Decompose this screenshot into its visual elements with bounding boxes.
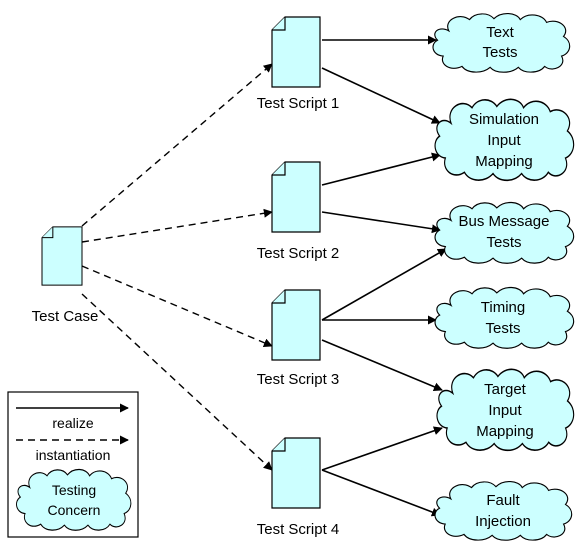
concern-timing-line-2: Tests (485, 320, 520, 337)
test-script-3-label: Test Script 3 (257, 371, 340, 388)
legend-concern-line-1: Testing (52, 482, 96, 498)
edge-realize-s3-bus-message (321, 248, 447, 321)
concern-simulation-input-mapping: Simulation Input Mapping (434, 98, 575, 182)
concern-fault-cloud (434, 480, 573, 541)
concern-fault-injection: Fault Injection (434, 480, 573, 541)
concern-simulation-line-3: Mapping (475, 153, 533, 170)
concern-bus-message-tests: Bus Message Tests (434, 201, 575, 264)
legend-instantiation-label: instantiation (36, 447, 111, 463)
concern-timing-line-1: Timing (481, 299, 525, 316)
concern-target-line-2: Input (488, 402, 522, 419)
test-case-label: Test Case (32, 308, 99, 325)
concern-simulation-line-1: Simulation (469, 111, 539, 128)
concern-target-input-mapping: Target Input Mapping (436, 368, 575, 452)
test-script-3-node: Test Script 3 (257, 289, 340, 388)
concern-fault-line-2: Injection (475, 513, 531, 530)
test-script-1-doc-icon (271, 16, 321, 88)
concern-bus-message-line-2: Tests (486, 234, 521, 251)
legend: realize instantiation Testing Concern (7, 391, 139, 538)
concern-simulation-line-2: Input (487, 132, 521, 149)
test-script-1-label: Test Script 1 (257, 95, 340, 112)
test-script-4-doc-icon (271, 437, 321, 509)
edge-instantiation-script-1 (81, 63, 273, 227)
edge-realize-s2-simulation (321, 152, 441, 186)
edge-realize-s1-simulation (321, 67, 441, 124)
concern-timing-cloud (434, 286, 575, 349)
concern-target-line-3: Mapping (476, 423, 534, 440)
concern-bus-message-cloud (434, 201, 575, 264)
concern-target-line-1: Target (484, 381, 527, 398)
concern-text-tests: Text Tests (432, 12, 571, 73)
legend-realize-label: realize (52, 415, 93, 431)
test-script-1-node: Test Script 1 (257, 16, 340, 112)
concern-bus-message-line-1: Bus Message (459, 213, 550, 230)
legend-concern-cloud (15, 468, 132, 531)
test-script-3-doc-icon (271, 289, 321, 361)
test-script-4-node: Test Script 4 (257, 437, 340, 538)
test-case-doc-icon (41, 226, 83, 286)
edge-realize-s2-bus-message (321, 211, 441, 234)
edge-realize-s4-fault (321, 469, 441, 517)
edge-instantiation-script-2 (81, 208, 273, 243)
test-script-2-label: Test Script 2 (257, 245, 340, 262)
concern-fault-line-1: Fault (486, 492, 520, 509)
concern-text-tests-line-1: Text (486, 24, 514, 41)
concern-timing-tests: Timing Tests (434, 286, 575, 349)
test-script-2-node: Test Script 2 (257, 161, 340, 262)
concern-text-tests-cloud (432, 12, 571, 73)
test-script-4-label: Test Script 4 (257, 521, 340, 538)
concern-text-tests-line-2: Tests (482, 44, 517, 61)
test-script-2-doc-icon (271, 161, 321, 233)
test-case-node: Test Case (32, 226, 99, 325)
edge-realize-s3-target (321, 339, 443, 392)
legend-concern-line-2: Concern (48, 502, 101, 518)
edge-instantiation-script-3 (81, 265, 273, 348)
edge-realize-s4-target (321, 426, 443, 471)
